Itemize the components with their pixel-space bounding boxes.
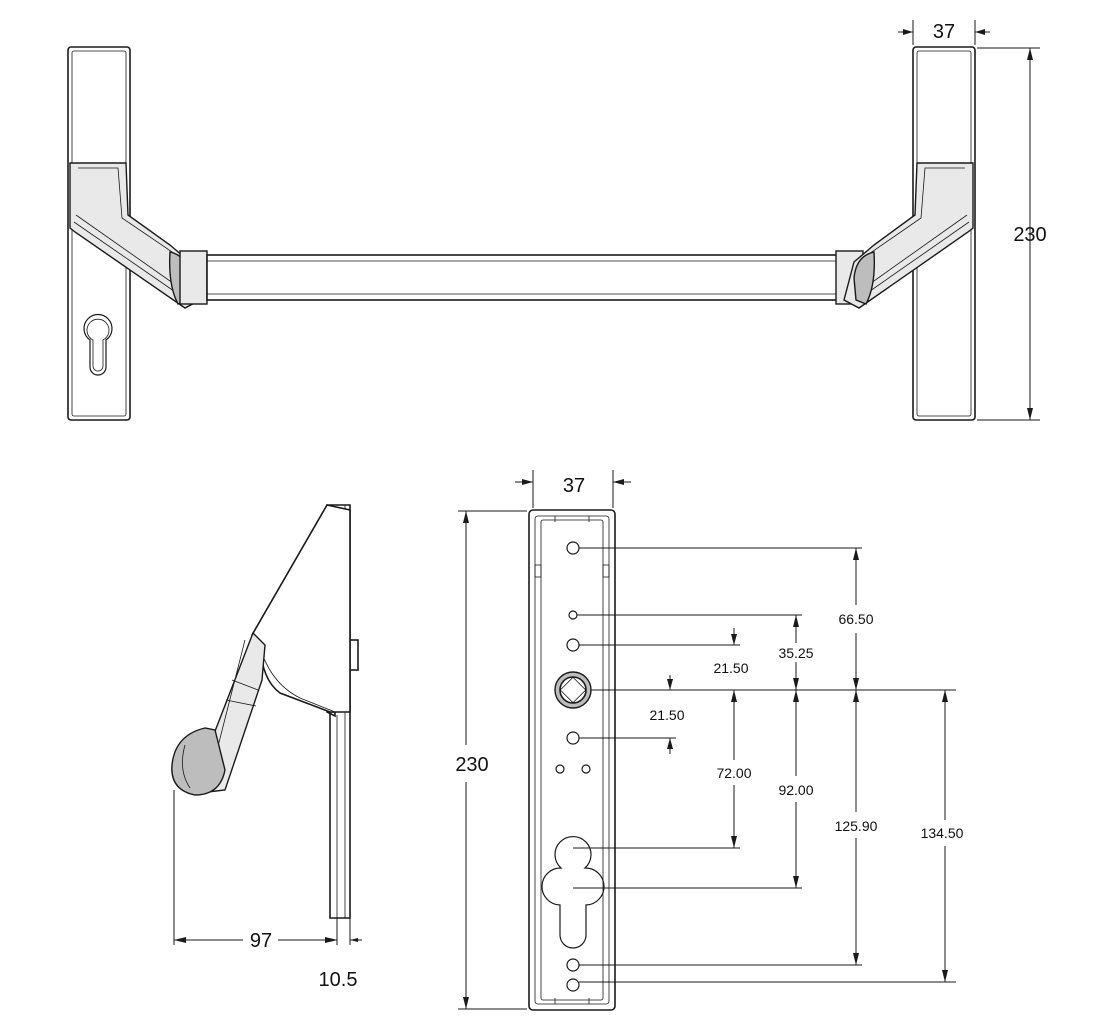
front-width-label: 37 [563,475,585,497]
top-view: 37 230 [67,20,1047,421]
side-housing [251,504,351,713]
right-lever-housing [843,162,974,309]
side-view: 97 10.5 [171,504,362,991]
top-width-label: 37 [933,21,955,43]
side-thickness-label: 10.5 [319,969,358,991]
dim-66-50: 66.50 [838,611,873,627]
front-plate-outline [528,509,616,1011]
mount-hole-bottom-2 [566,978,580,992]
dim-21-50-upper: 21.50 [713,660,748,676]
left-bar-end-cap [179,250,208,305]
left-keyhole [83,313,113,376]
front-view: 37 230 66.50 35.25 21.50 [455,470,964,1011]
top-height-label: 230 [1013,224,1046,246]
side-lever-end [171,727,226,796]
dim-72-00: 72.00 [716,765,751,781]
dim-35-25: 35.25 [778,645,813,661]
side-depth-label: 97 [250,930,272,952]
dim-125-90: 125.90 [835,818,878,834]
dim-21-50-lower: 21.50 [649,707,684,723]
push-bar [206,254,838,301]
front-height-label: 230 [455,754,488,776]
dim-134-50: 134.50 [921,825,964,841]
dim-92-00: 92.00 [778,782,813,798]
cylinder-cutout [541,836,605,949]
